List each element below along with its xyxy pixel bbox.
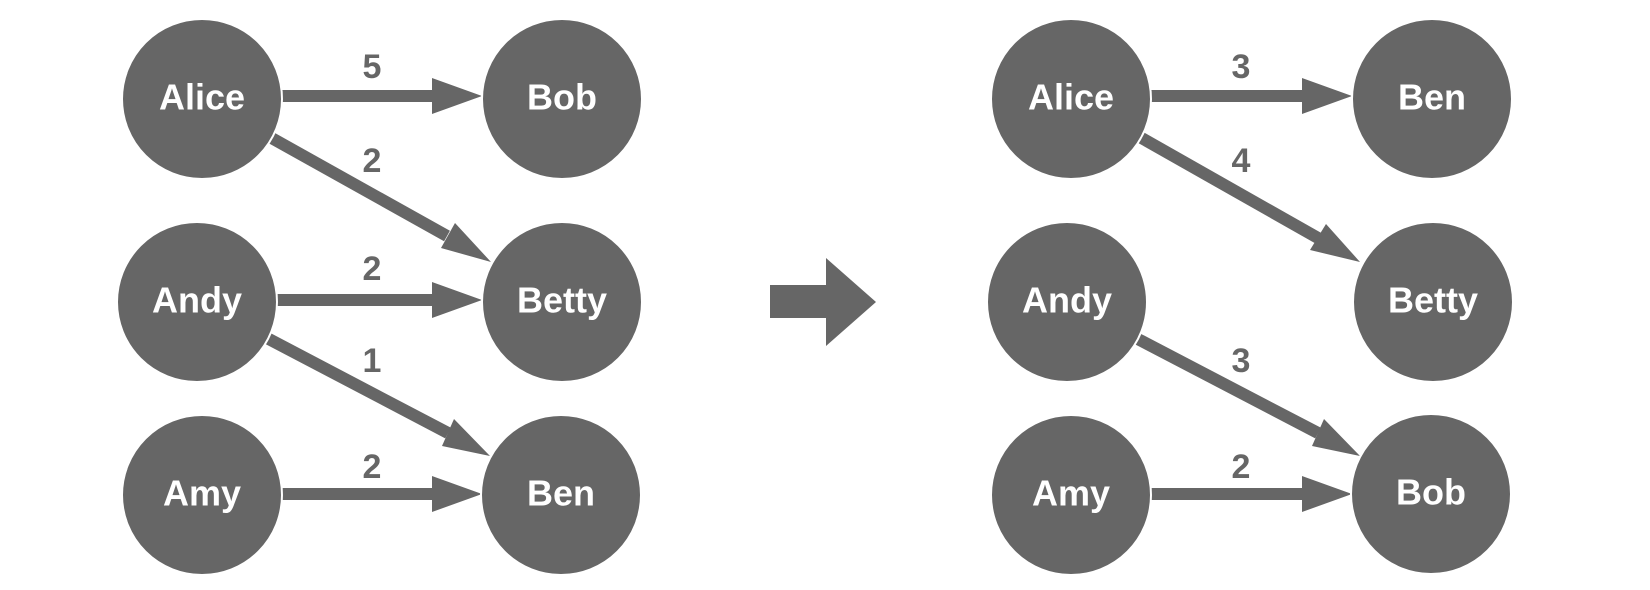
weight-alice-betty: 4 [1232, 142, 1251, 180]
weight-amy-ben: 2 [363, 448, 382, 486]
weight-alice-bob: 5 [363, 48, 382, 86]
node-label: Andy [152, 280, 242, 321]
weight-alice-ben: 3 [1232, 48, 1251, 86]
edge-andy-ben [262, 331, 490, 456]
weight-andy-bob: 3 [1232, 342, 1251, 380]
node-label: Alice [159, 77, 245, 118]
node-ben: Ben [480, 414, 642, 576]
weight-amy-bob: 2 [1232, 448, 1251, 486]
node-label: Ben [527, 473, 595, 514]
right-arrow-icon [770, 258, 876, 346]
right-graph: 3 4 3 2 Alice Andy Amy Ben Betty Bob [986, 18, 1514, 576]
node-bob: Bob [481, 18, 643, 180]
edge-alice-betty [265, 130, 491, 262]
edge-alice-ben [1148, 78, 1352, 114]
edge-amy-bob [1148, 476, 1352, 512]
node-label: Ben [1398, 77, 1466, 118]
node-label: Alice [1028, 77, 1114, 118]
weight-alice-betty: 2 [363, 142, 382, 180]
edge-amy-ben [278, 476, 482, 512]
node-label: Amy [1032, 473, 1110, 514]
node-amy: Amy [121, 414, 283, 576]
node-label: Andy [1022, 280, 1112, 321]
edge-andy-bob [1131, 331, 1360, 456]
node-alice: Alice [121, 18, 283, 180]
weight-andy-ben: 1 [363, 342, 382, 380]
node-amy: Amy [990, 414, 1152, 576]
node-label: Betty [517, 280, 607, 321]
node-label: Bob [527, 77, 597, 118]
edge-alice-bob [278, 78, 482, 114]
node-label: Amy [163, 473, 241, 514]
left-graph: 5 2 2 1 2 Alice Andy Amy Bob Betty Ben [116, 18, 643, 576]
node-label: Bob [1396, 472, 1466, 513]
node-bob: Bob [1350, 413, 1512, 575]
node-andy: Andy [986, 221, 1148, 383]
node-andy: Andy [116, 221, 278, 383]
weight-andy-betty: 2 [363, 250, 382, 288]
node-ben: Ben [1351, 18, 1513, 180]
node-betty: Betty [481, 221, 643, 383]
node-alice: Alice [990, 18, 1152, 180]
edge-andy-betty [274, 282, 482, 318]
node-label: Betty [1388, 280, 1478, 321]
node-betty: Betty [1352, 221, 1514, 383]
edge-alice-betty [1135, 130, 1360, 262]
